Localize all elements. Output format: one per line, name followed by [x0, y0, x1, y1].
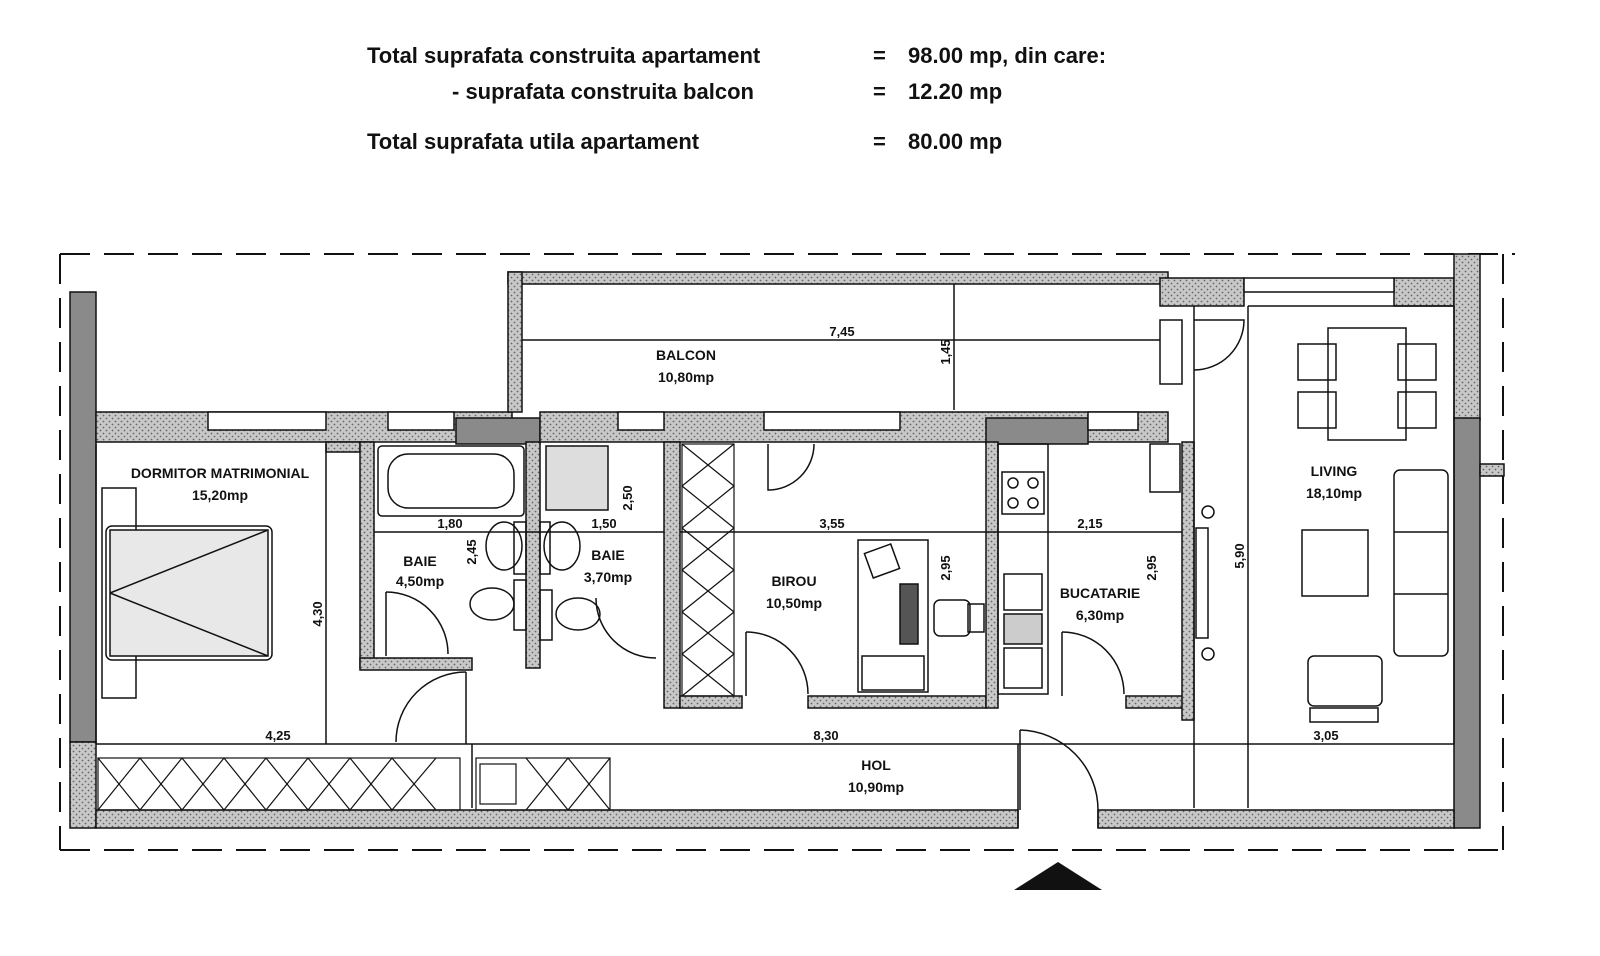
armchair — [1307, 655, 1383, 723]
summary-useful-value: 80.00 mp — [908, 129, 1003, 154]
walls — [69, 253, 1505, 829]
dim-living-height: 5,90 — [1232, 543, 1247, 568]
area-summary: Total suprafata construita apartament = … — [0, 0, 1600, 180]
kitchen-counter — [997, 443, 1181, 695]
room-area-living: 18,10mp — [1306, 485, 1362, 501]
room-name-dormitor: DORMITOR MATRIMONIAL — [131, 465, 310, 481]
summary-total-built-label: Total suprafata construita apartament — [367, 43, 761, 68]
dim-living-width: 3,05 — [1313, 728, 1338, 743]
dim-balcon-width: 7,45 — [829, 324, 854, 339]
room-area-balcon: 10,80mp — [658, 369, 714, 385]
hallway-wardrobe — [97, 757, 611, 811]
living-partition — [1195, 505, 1215, 661]
coffee-table — [1301, 529, 1369, 597]
room-area-hol: 10,90mp — [848, 779, 904, 795]
dim-baie1-width: 1,80 — [437, 516, 462, 531]
dim-birou-height: 2,95 — [938, 555, 953, 580]
dim-hol-width: 8,30 — [813, 728, 838, 743]
summary-total-built-value: 98.00 mp, din care: — [908, 43, 1107, 68]
summary-useful-eq: = — [873, 129, 886, 154]
sofa — [1393, 469, 1449, 657]
outer-dashed-boundary — [59, 253, 1515, 851]
summary-useful-label: Total suprafata utila apartament — [367, 129, 700, 154]
room-area-baie2: 3,70mp — [584, 569, 632, 585]
dim-dormitor-height: 4,30 — [310, 601, 325, 626]
dim-birou-width: 3,55 — [819, 516, 844, 531]
room-area-dormitor: 15,20mp — [192, 487, 248, 503]
room-name-baie2: BAIE — [591, 547, 624, 563]
dim-bucatarie-width: 2,15 — [1077, 516, 1102, 531]
room-name-balcon: BALCON — [656, 347, 716, 363]
bathtub — [377, 445, 525, 517]
summary-balcony-eq: = — [873, 79, 886, 104]
room-name-bucatarie: BUCATARIE — [1060, 585, 1140, 601]
office-desk — [857, 539, 985, 693]
dim-balcon-height: 1,45 — [938, 339, 953, 364]
doors — [385, 443, 1125, 811]
room-area-birou: 10,50mp — [766, 595, 822, 611]
office-wardrobe — [681, 443, 735, 697]
summary-total-built-eq: = — [873, 43, 886, 68]
room-area-bucatarie: 6,30mp — [1076, 607, 1124, 623]
entrance-arrow — [1014, 862, 1102, 890]
bed — [101, 487, 273, 699]
dim-baie2-width: 1,50 — [591, 516, 616, 531]
balcony-door — [1159, 319, 1245, 385]
dim-baie1-height: 2,45 — [464, 539, 479, 564]
dim-bucatarie-height: 2,95 — [1144, 555, 1159, 580]
room-area-baie1: 4,50mp — [396, 573, 444, 589]
summary-balcony-label: - suprafata construita balcon — [452, 79, 754, 104]
dim-baie2-height: 2,50 — [620, 485, 635, 510]
room-name-birou: BIROU — [771, 573, 816, 589]
dim-dormitor-width: 4,25 — [265, 728, 290, 743]
bathroom-fixtures — [469, 445, 609, 641]
summary-balcony-value: 12.20 mp — [908, 79, 1003, 104]
room-name-baie1: BAIE — [403, 553, 436, 569]
room-name-living: LIVING — [1311, 463, 1358, 479]
room-name-hol: HOL — [861, 757, 891, 773]
plan-lines — [95, 284, 1455, 828]
dining-set — [1297, 327, 1437, 441]
